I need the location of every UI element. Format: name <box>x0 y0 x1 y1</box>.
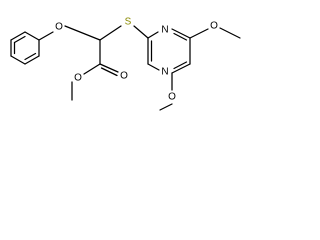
bond <box>159 103 173 111</box>
bond <box>171 63 191 74</box>
bond <box>24 55 40 65</box>
bond <box>99 25 122 41</box>
bond <box>38 31 54 41</box>
bond <box>189 28 209 39</box>
bond <box>13 35 26 44</box>
phenyl-ring <box>10 31 40 65</box>
atom-label-n-bottom: N <box>161 67 168 78</box>
bond <box>10 55 26 65</box>
molecule-structure: O S N N O O O O <box>10 17 241 111</box>
pyrimidine-ring <box>147 28 191 74</box>
bond <box>173 32 188 41</box>
atom-label-o-ester: O <box>74 73 82 84</box>
atom-label-o-methoxy-bottom: O <box>168 92 176 103</box>
bond <box>133 25 149 39</box>
bond <box>147 63 160 71</box>
atom-label-o-methoxy-top: O <box>210 21 218 32</box>
atom-label-s: S <box>125 17 132 28</box>
bond <box>173 61 188 70</box>
bond <box>99 63 119 73</box>
bond <box>24 52 37 61</box>
bond <box>64 25 101 41</box>
bond <box>100 67 118 77</box>
atom-label-n-top: N <box>161 25 168 36</box>
bond <box>219 27 241 39</box>
bond <box>171 28 191 39</box>
bond <box>147 31 159 39</box>
atom-label-o-carbonyl: O <box>120 71 128 82</box>
bond <box>24 31 40 41</box>
atom-label-o-phenoxy: O <box>55 22 63 33</box>
bond <box>10 31 26 41</box>
bond <box>83 63 101 75</box>
